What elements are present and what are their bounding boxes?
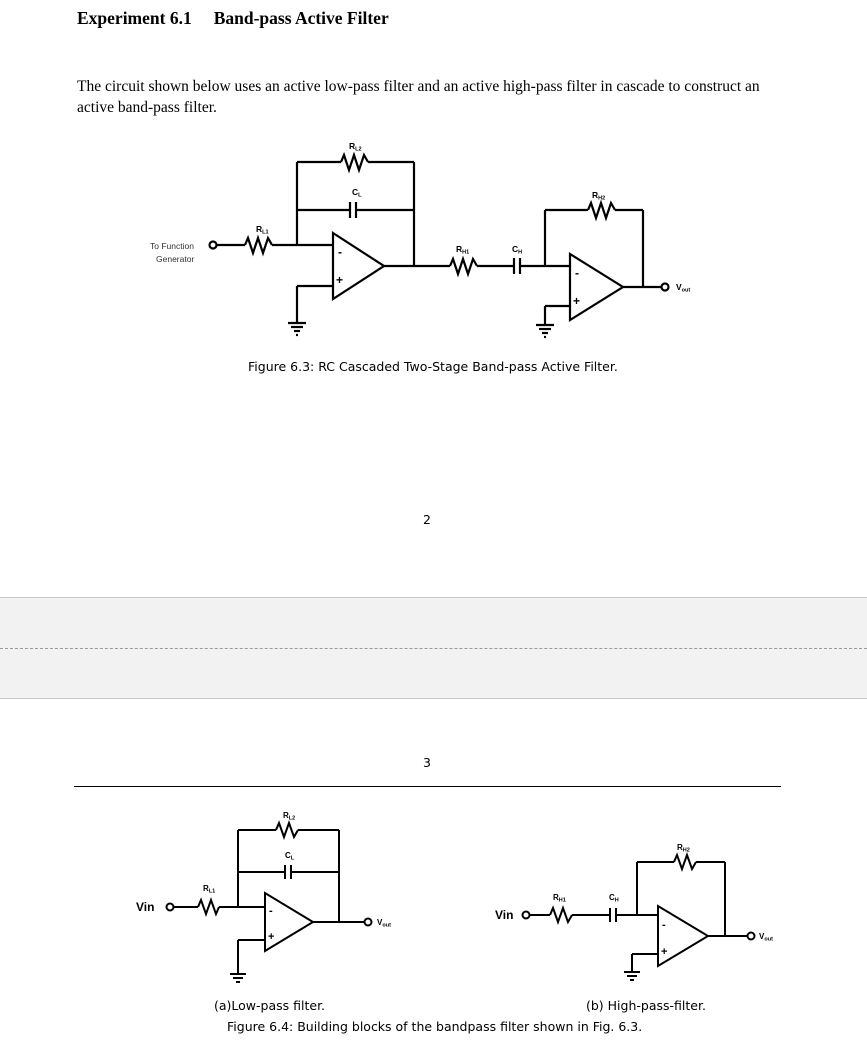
op-amp-a-plus: + [268,931,274,943]
svg-text:CH: CH [609,893,619,904]
vin-label-a: Vin [136,900,154,914]
op-amp-b-plus: + [661,946,667,958]
vin-label-b: Vin [495,908,513,922]
resistor-rh2 [586,199,616,222]
header-rule [74,786,781,787]
op-amp-2 [568,252,626,322]
op-amp-a-minus: - [269,905,273,917]
intro-paragraph: The circuit shown below uses an active l… [77,78,760,116]
low-pass-circuit: Vin - + RL2 CL RL1 Vout [136,811,391,983]
label-ch: CH [512,244,522,256]
page-break-gap [0,597,867,699]
svg-text:Vout: Vout [377,918,391,929]
experiment-heading: Experiment 6.1 Band-pass Active Filter [77,8,389,29]
op-amp-2-plus: + [573,294,580,308]
experiment-title: Band-pass Active Filter [213,8,389,28]
label-cl: CL [352,187,362,199]
label-rl2: RL2 [349,141,362,153]
label-rh1: RH1 [456,244,469,256]
high-pass-circuit: Vin - + RH2 RH1 CH Vout [495,843,773,981]
label-vout: Vout [676,282,690,294]
op-amp-1 [331,230,387,302]
label-rh2: RH2 [592,190,605,202]
svg-text:Vout: Vout [759,932,773,943]
figure-6-4a-label: (a)Low-pass filter. [214,998,326,1013]
op-amp-b-minus: - [662,919,666,931]
op-amp-1-minus: - [338,245,342,259]
figure-6-4b-label: (b) High-pass-filter. [586,998,706,1013]
figure-6-3-circuit: To Function Generator - + - + RL2 CL RL1 [150,141,690,339]
figure-6-4-caption: Figure 6.4: Building blocks of the bandp… [227,1019,643,1034]
to-function-label: To Function [150,241,194,251]
label-rl1: RL1 [256,224,269,236]
svg-text:CL: CL [285,851,295,862]
svg-text:RL1: RL1 [203,884,215,895]
input-terminal [208,240,218,250]
output-terminal [660,282,670,292]
page-number-2: 2 [423,512,431,527]
svg-text:RH1: RH1 [553,893,566,904]
figure-6-3-caption: Figure 6.3: RC Cascaded Two-Stage Band-p… [248,359,618,374]
resistor-rl2 [339,151,369,174]
svg-text:RH2: RH2 [677,843,690,854]
figure-6-4-circuits: Vin - + RL2 CL RL1 Vout Vin [136,811,773,983]
op-amp-2-minus: - [575,266,579,280]
op-amp-1-plus: + [336,273,343,287]
page-number-3: 3 [423,755,431,770]
resistor-rl1 [243,234,273,257]
resistor-rh1 [448,255,478,278]
experiment-number: Experiment 6.1 [77,8,192,28]
generator-label: Generator [156,254,194,264]
svg-text:RL2: RL2 [283,811,295,822]
